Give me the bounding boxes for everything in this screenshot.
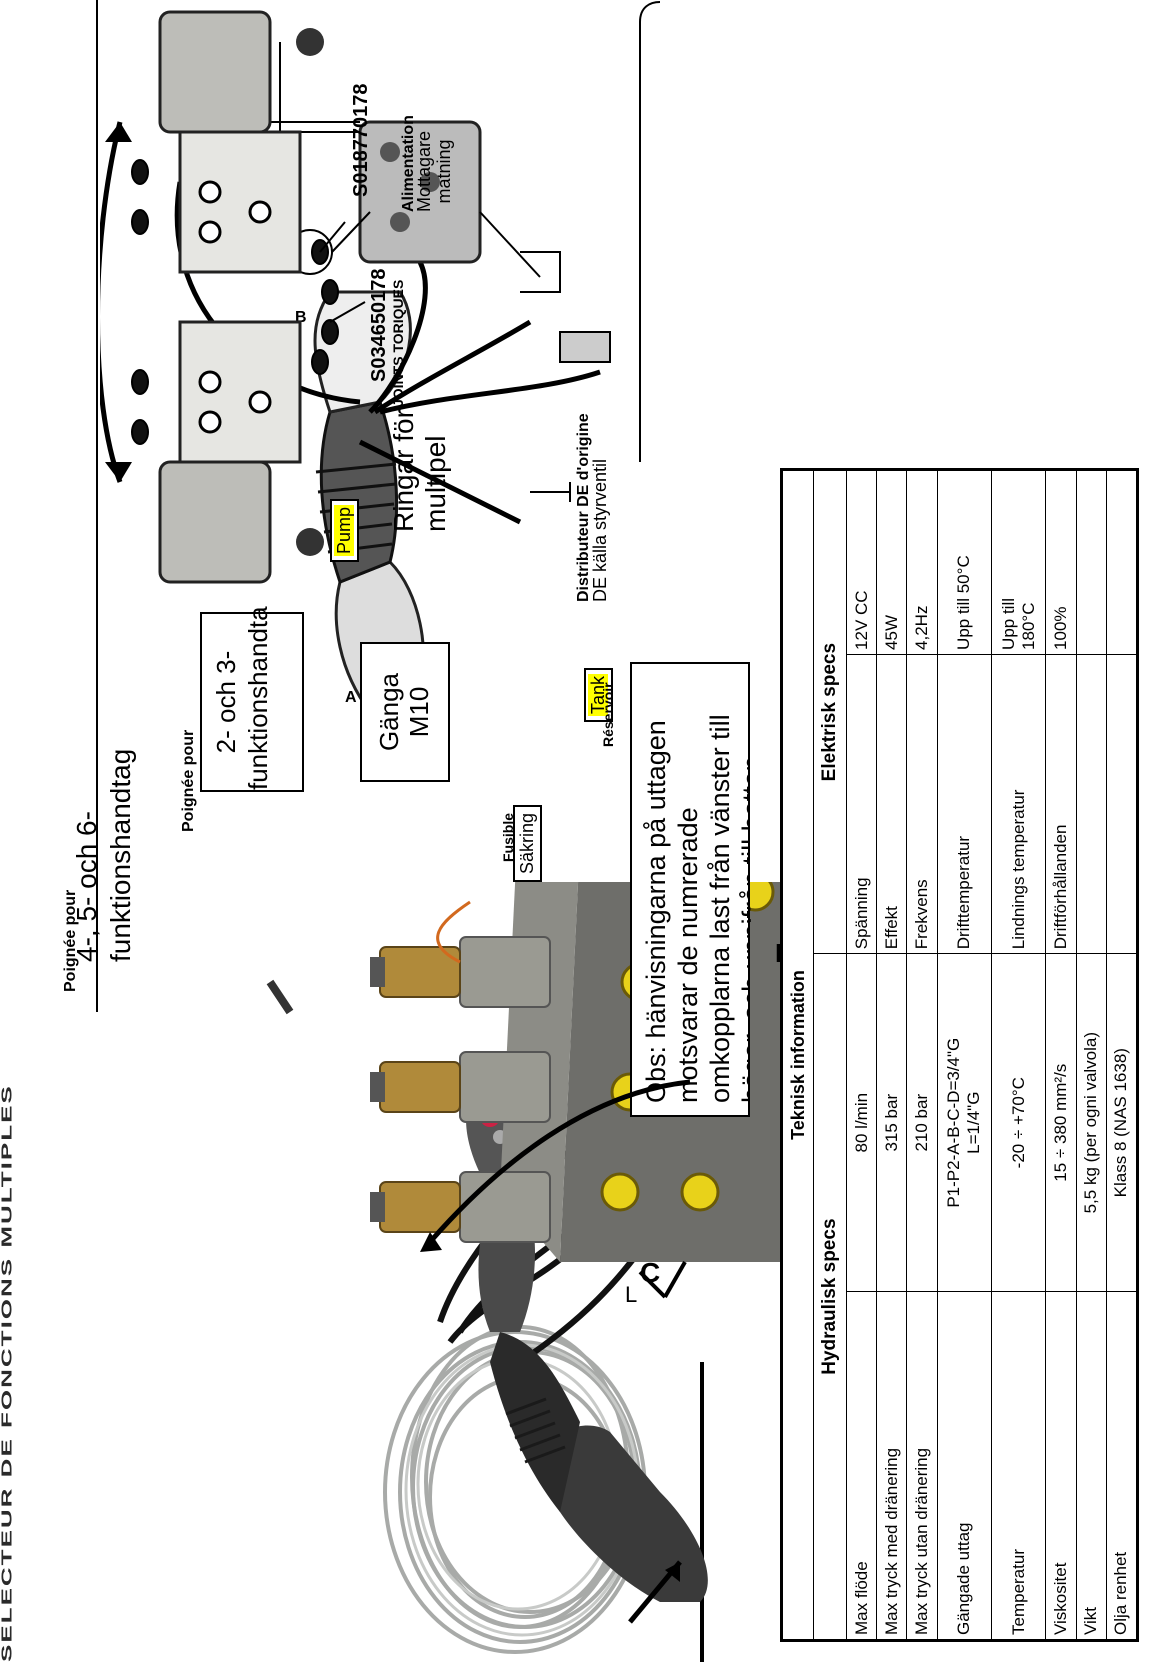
table-cell: 45W xyxy=(877,471,907,655)
table-cell: Frekvens xyxy=(907,654,937,953)
fuse-label: Säkring xyxy=(513,805,542,882)
label-A: A xyxy=(345,689,357,706)
supply-label: Mottagare matning xyxy=(414,131,454,212)
table-cell: Viskositet xyxy=(1046,1292,1076,1640)
table-cell xyxy=(1106,654,1136,953)
table-cell: Upp till 180°C xyxy=(992,471,1046,655)
table-cell: 80 l/min xyxy=(847,954,877,1292)
table-cell: Driftförhållanden xyxy=(1046,654,1076,953)
table-cell xyxy=(1076,654,1106,953)
table-cell: Upp till 50°C xyxy=(937,471,991,655)
header-title-text: SELECTEUR DE FONCTIONS MULTIPLES xyxy=(0,0,13,1662)
table-cell: -20 ÷ +70°C xyxy=(992,954,1046,1292)
table-cell: Max tryck med dränering xyxy=(877,1292,907,1640)
table-cell: 4,2Hz xyxy=(907,471,937,655)
table-cell: Max tryck utan dränering xyxy=(907,1292,937,1640)
multi-handle-label: 4-, 5- och 6- funktionshandtag xyxy=(70,749,138,962)
bracket xyxy=(600,0,680,462)
table-cell: Drifttemperatur xyxy=(937,654,991,953)
table-cell: Spänning xyxy=(847,654,877,953)
table-cell: Lindnings temperatur xyxy=(992,654,1046,953)
table-cell: 210 bar xyxy=(907,954,937,1292)
rings-label: Ringar för multipel xyxy=(388,409,452,532)
small-handle-label: 2- och 3- funktionshandta xyxy=(200,612,304,792)
table-cell: 15 ÷ 380 mm²/s xyxy=(1046,954,1076,1292)
pump-label-box: Pump xyxy=(330,499,359,562)
table-cell: Temperatur xyxy=(992,1292,1046,1640)
table-cell: 100% xyxy=(1046,471,1076,655)
table-cell xyxy=(1106,471,1136,655)
spec-table: Teknisk information Hydraulisk specs Ele… xyxy=(780,468,1139,1642)
table-cell: Gängade uttag xyxy=(937,1292,991,1640)
table-cell: Effekt xyxy=(877,654,907,953)
table-cell: P1-P2-A-B-C-D=3/4"G L=1/4"G xyxy=(937,954,991,1292)
electric-header: Elektrisk specs xyxy=(814,471,847,954)
table-cell: Vikt xyxy=(1076,1292,1106,1640)
rings-original-label: JOINTS TORIQUES xyxy=(390,280,406,407)
table-cell xyxy=(1076,471,1106,655)
tank-original-label: Réservoir xyxy=(600,682,616,747)
table-cell: Olja renhet xyxy=(1106,1292,1136,1640)
hydraulic-header: Hydraulisk specs xyxy=(814,954,847,1640)
pump-label: Pump xyxy=(334,505,354,556)
table-cell: 12V CC xyxy=(847,471,877,655)
part-number-a: S018770178 xyxy=(350,84,373,197)
distributor-label: DE källa styrventil xyxy=(590,459,611,602)
small-handle-original-label: Poignée pour xyxy=(180,730,198,832)
fuse-original-label: Fusible xyxy=(500,813,516,862)
table-cell: 315 bar xyxy=(877,954,907,1292)
table-title: Teknisk information xyxy=(783,471,814,1640)
thread-label: Gänga M10 xyxy=(360,642,450,782)
part-number-b: S034650178 xyxy=(368,269,391,382)
note-arrow xyxy=(410,1022,710,1322)
table-cell: Klass 8 (NAS 1638) xyxy=(1106,954,1136,1292)
table-cell: Max flöde xyxy=(847,1292,877,1640)
table-cell: 5,5 kg (per ogni valvola) xyxy=(1076,954,1106,1292)
tank-symbol xyxy=(520,252,560,292)
